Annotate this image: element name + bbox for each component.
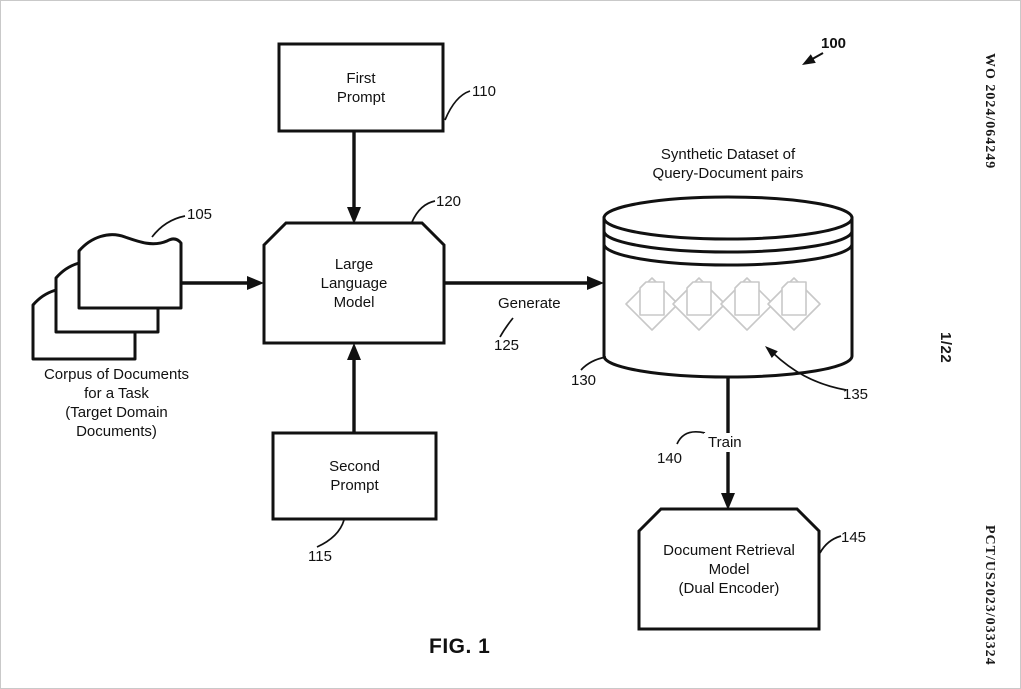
figure-caption: FIG. 1 xyxy=(429,635,491,658)
document-sheet-front-icon xyxy=(77,233,183,310)
ref-135: 135 xyxy=(843,386,869,403)
dataset-title-line: Query-Document pairs xyxy=(652,165,804,182)
cylinder-top-ellipse xyxy=(602,195,854,241)
ref-115: 115 xyxy=(308,548,332,565)
dataset-title: Synthetic Dataset of Query-Document pair… xyxy=(597,145,859,183)
document-pair-icon xyxy=(720,277,774,331)
llm-label: Large Language Model xyxy=(264,223,444,343)
ref-145: 145 xyxy=(841,529,867,546)
corpus-caption: Corpus of Documents for a Task (Target D… xyxy=(14,365,219,441)
ref-125: 125 xyxy=(494,337,520,354)
first-prompt-line: Prompt xyxy=(336,88,386,106)
corpus-caption-line: Documents) xyxy=(76,423,157,440)
second-prompt-label: Second Prompt xyxy=(273,433,436,519)
llm-line: Language xyxy=(320,274,388,292)
dataset-title-line: Synthetic Dataset of xyxy=(660,146,796,163)
first-prompt-box xyxy=(277,42,445,133)
ref-120: 120 xyxy=(436,193,462,210)
ref-100: 100 xyxy=(821,35,847,52)
ref-105-leader xyxy=(151,215,186,238)
retrieval-model-box xyxy=(637,507,821,631)
cylinder-ring-1 xyxy=(602,230,854,254)
document-pair-icon xyxy=(672,277,726,331)
cylinder-ring-2 xyxy=(602,243,854,267)
llm-line: Large xyxy=(334,255,374,273)
retrieval-model-label: Document Retrieval Model (Dual Encoder) xyxy=(641,509,817,629)
ref-115-leader xyxy=(316,519,345,548)
dataset-cylinder xyxy=(602,195,854,379)
ref-140: 140 xyxy=(657,450,683,467)
ref-100-arrow xyxy=(802,52,824,65)
ref-130-leader xyxy=(580,356,607,371)
arrow-llm-to-dataset-generate xyxy=(444,276,604,290)
arrow-corpus-to-llm xyxy=(182,276,264,290)
ref-140-leader xyxy=(676,430,706,445)
ref-110: 110 xyxy=(472,83,496,100)
ref-135-arrow xyxy=(765,346,847,391)
corpus-caption-line: for a Task xyxy=(84,385,149,402)
second-prompt-line: Second xyxy=(329,458,380,475)
generate-label: Generate xyxy=(498,295,561,312)
first-prompt-line: First xyxy=(346,69,376,87)
arrow-second-prompt-to-llm xyxy=(347,343,361,433)
ref-145-leader xyxy=(819,535,842,554)
ref-130: 130 xyxy=(571,372,597,389)
second-prompt-box xyxy=(271,431,438,521)
llm-box xyxy=(262,221,446,345)
retrieval-model-line: Document Retrieval Model xyxy=(663,541,795,578)
ref-120-leader xyxy=(411,200,436,223)
ref-110-leader xyxy=(444,90,471,121)
llm-line: Model xyxy=(333,293,375,311)
sheet-number: 1/22 xyxy=(937,332,954,364)
corpus-caption-line: (Target Domain xyxy=(65,404,168,421)
document-pair-icon xyxy=(767,277,821,331)
corpus-documents-icon xyxy=(31,233,183,361)
arrow-first-prompt-to-llm xyxy=(347,131,361,224)
application-number: PCT/US2023/033324 xyxy=(982,525,997,666)
document-pair-icon xyxy=(625,277,679,331)
train-label: Train xyxy=(704,433,746,452)
ref-125-leader xyxy=(499,317,514,338)
publication-number: WO 2024/064249 xyxy=(982,53,997,170)
second-prompt-line: Prompt xyxy=(330,477,379,494)
retrieval-model-line: (Dual Encoder) xyxy=(678,579,780,597)
first-prompt-label: First Prompt xyxy=(279,44,443,131)
corpus-caption-line: Corpus of Documents xyxy=(43,366,190,383)
ref-105: 105 xyxy=(187,206,213,223)
